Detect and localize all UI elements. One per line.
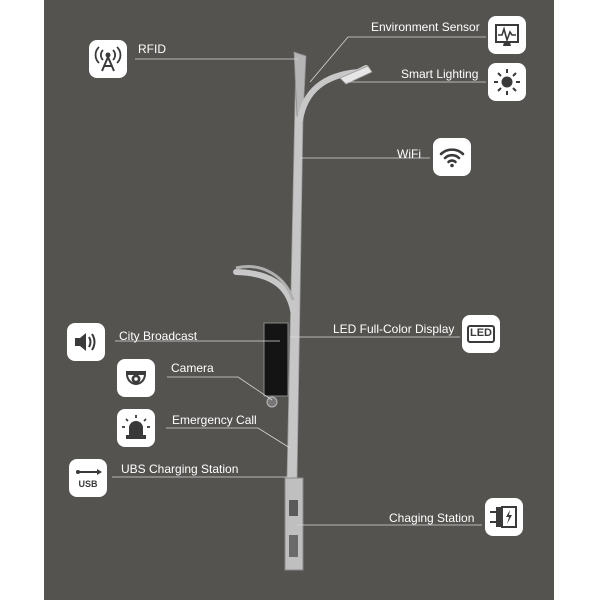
usb-icon: [76, 469, 102, 475]
camera-dome-icon: [125, 371, 147, 385]
leader-emergency-call: [166, 427, 291, 449]
leader-environment-sensor: [309, 36, 486, 83]
usb-charging-badge: USB: [69, 459, 107, 497]
rfid-badge: [89, 40, 127, 78]
rfid-antenna-icon: [94, 46, 122, 72]
city-broadcast-label: City Broadcast: [119, 329, 198, 343]
environment-sensor-badge: [488, 16, 526, 54]
camera-label: Camera: [171, 361, 214, 375]
smart-lighting-badge: [488, 63, 526, 101]
lower-arm: [233, 269, 296, 313]
led-display-screen: [263, 322, 289, 397]
charging-station-label: Chaging Station: [389, 511, 475, 525]
pole-camera: [266, 396, 278, 408]
environment-sensor-label: Environment Sensor: [371, 20, 480, 34]
leader-camera: [167, 376, 273, 401]
cabinet-socket-lower: [289, 535, 298, 557]
led-display-label: LED Full-Color Display: [333, 322, 455, 336]
emergency-call-label: Emergency Call: [172, 413, 257, 427]
led-icon-text: LED: [470, 327, 492, 339]
emergency-call-badge: [117, 409, 155, 447]
lower-arm-fin: [235, 265, 295, 301]
alarm-beacon-icon: [122, 415, 150, 439]
wifi-icon: [439, 148, 465, 168]
leader-lines: [112, 36, 486, 526]
city-broadcast-badge: [67, 323, 105, 361]
camera-badge: [117, 359, 155, 397]
charging-station-badge: [485, 498, 523, 536]
led-display-badge: LED: [462, 315, 500, 353]
led-icon: [467, 325, 495, 343]
wifi-label: WiFi: [397, 147, 421, 161]
smart-pole: [233, 51, 373, 571]
smart-lighting-label: Smart Lighting: [401, 67, 479, 81]
rfid-label: RFID: [138, 42, 166, 56]
usb-charging-label: UBS Charging Station: [121, 462, 239, 476]
wifi-badge: [433, 138, 471, 176]
monitor-pulse-icon: [495, 24, 519, 46]
ev-plug-icon: [490, 506, 517, 528]
cabinet-socket-upper: [289, 500, 298, 516]
usb-icon-text: USB: [78, 479, 98, 489]
sun-icon: [494, 69, 520, 95]
lamp-head: [339, 65, 373, 85]
speaker-icon: [75, 333, 96, 351]
